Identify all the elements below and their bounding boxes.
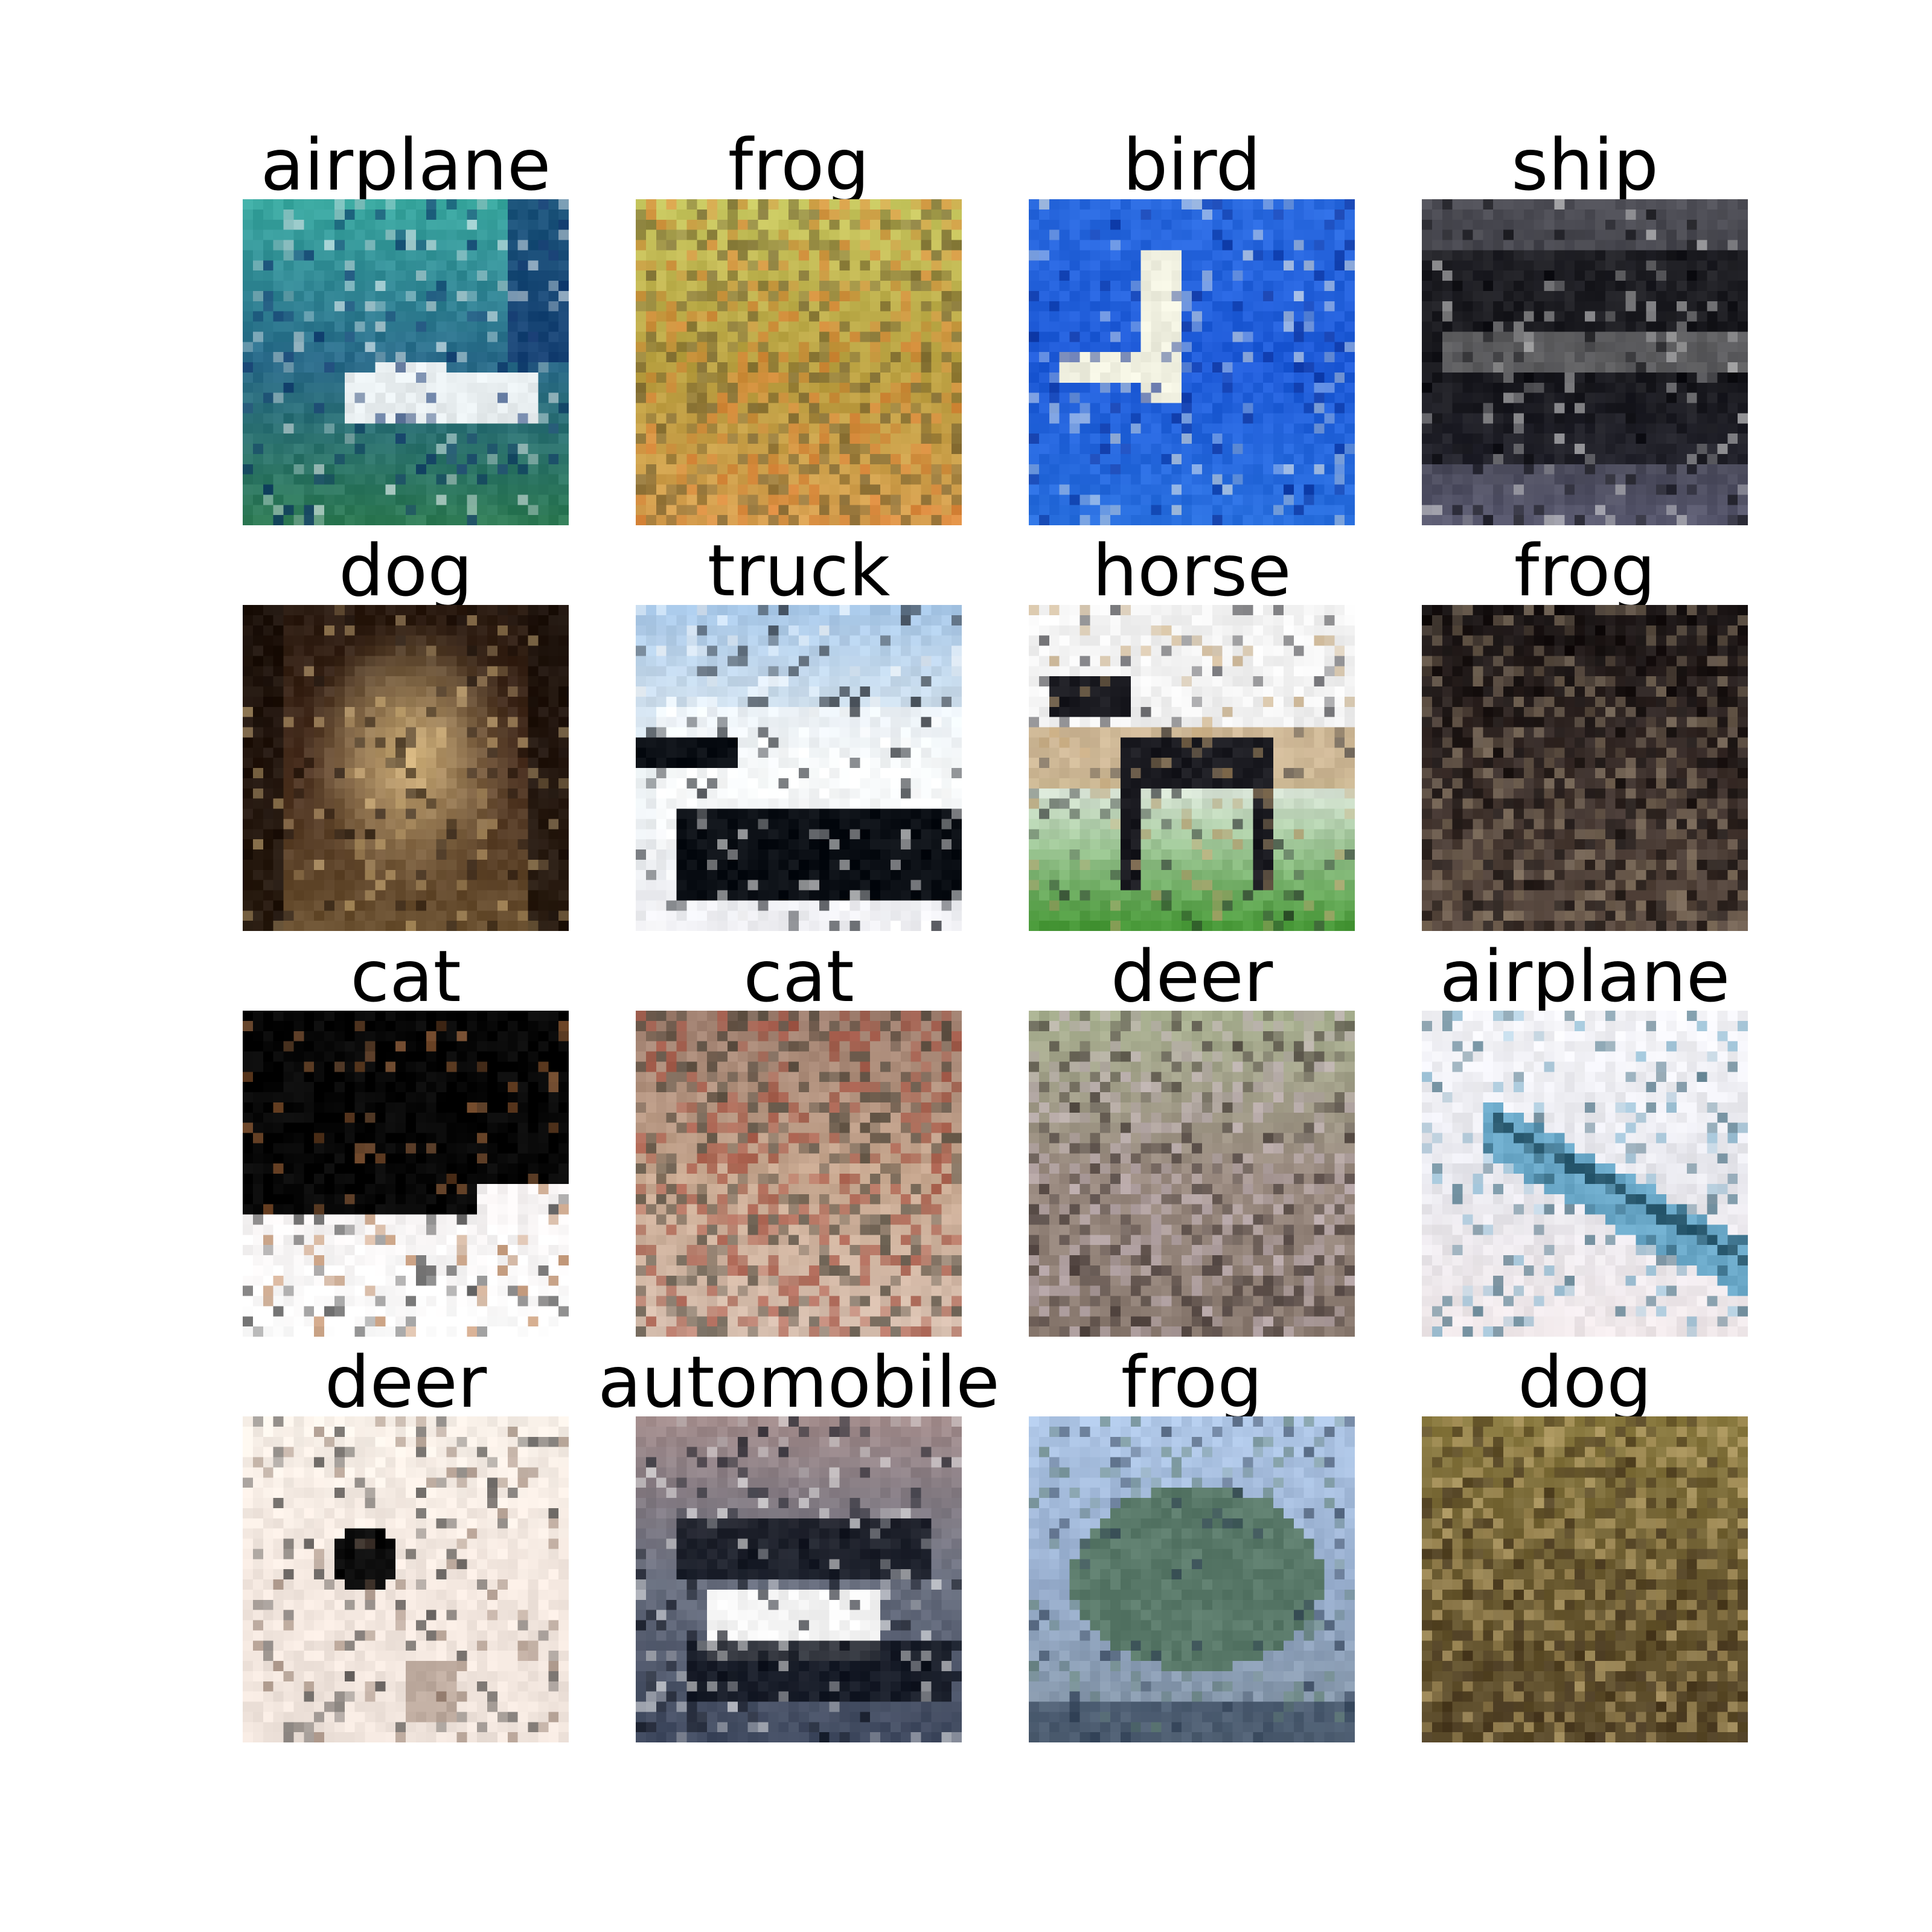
image-label: frog bbox=[1514, 529, 1656, 612]
generated-image bbox=[1422, 199, 1748, 525]
generated-image bbox=[636, 1011, 962, 1337]
generated-image bbox=[1422, 1416, 1748, 1742]
image-label: automobile bbox=[598, 1340, 1000, 1424]
image-label: dog bbox=[339, 529, 473, 612]
grid-cell: dog bbox=[1422, 1338, 1748, 1742]
image-label: airplane bbox=[260, 123, 551, 206]
grid-cell: truck bbox=[636, 526, 962, 931]
grid-cell: airplane bbox=[243, 121, 569, 525]
grid-cell: airplane bbox=[1422, 932, 1748, 1337]
grid-cell: deer bbox=[1029, 932, 1355, 1337]
grid-cell: dog bbox=[243, 526, 569, 931]
image-label: dog bbox=[1518, 1340, 1652, 1424]
generated-image bbox=[1029, 1416, 1355, 1742]
image-label: deer bbox=[1110, 935, 1273, 1018]
grid-cell: deer bbox=[243, 1338, 569, 1742]
generated-image bbox=[1029, 199, 1355, 525]
generated-image bbox=[636, 605, 962, 931]
grid-cell: horse bbox=[1029, 526, 1355, 931]
image-label: truck bbox=[707, 529, 891, 612]
generated-image bbox=[243, 199, 569, 525]
generated-image bbox=[243, 605, 569, 931]
grid-cell: bird bbox=[1029, 121, 1355, 525]
grid-cell: ship bbox=[1422, 121, 1748, 525]
image-label: deer bbox=[324, 1340, 487, 1424]
image-label: bird bbox=[1122, 123, 1261, 206]
image-label: cat bbox=[350, 935, 461, 1018]
grid-cell: automobile bbox=[598, 1338, 1000, 1742]
grid-cell: frog bbox=[1029, 1338, 1355, 1742]
image-label: horse bbox=[1092, 529, 1291, 612]
image-label: frog bbox=[728, 123, 870, 206]
grid-cell: frog bbox=[636, 121, 962, 525]
grid-cell: frog bbox=[1422, 526, 1748, 931]
generated-image bbox=[636, 199, 962, 525]
grid-cell: cat bbox=[636, 932, 962, 1337]
generated-image bbox=[1029, 605, 1355, 931]
image-label: ship bbox=[1511, 123, 1659, 206]
generated-image bbox=[243, 1416, 569, 1742]
generated-image bbox=[1422, 605, 1748, 931]
generated-image bbox=[1422, 1011, 1748, 1337]
generated-image bbox=[1029, 1011, 1355, 1337]
generated-image bbox=[243, 1011, 569, 1337]
image-label: cat bbox=[743, 935, 854, 1018]
grid-cell: cat bbox=[243, 932, 569, 1337]
image-label: frog bbox=[1121, 1340, 1263, 1424]
generated-image bbox=[636, 1416, 962, 1742]
image-label: airplane bbox=[1439, 935, 1730, 1018]
